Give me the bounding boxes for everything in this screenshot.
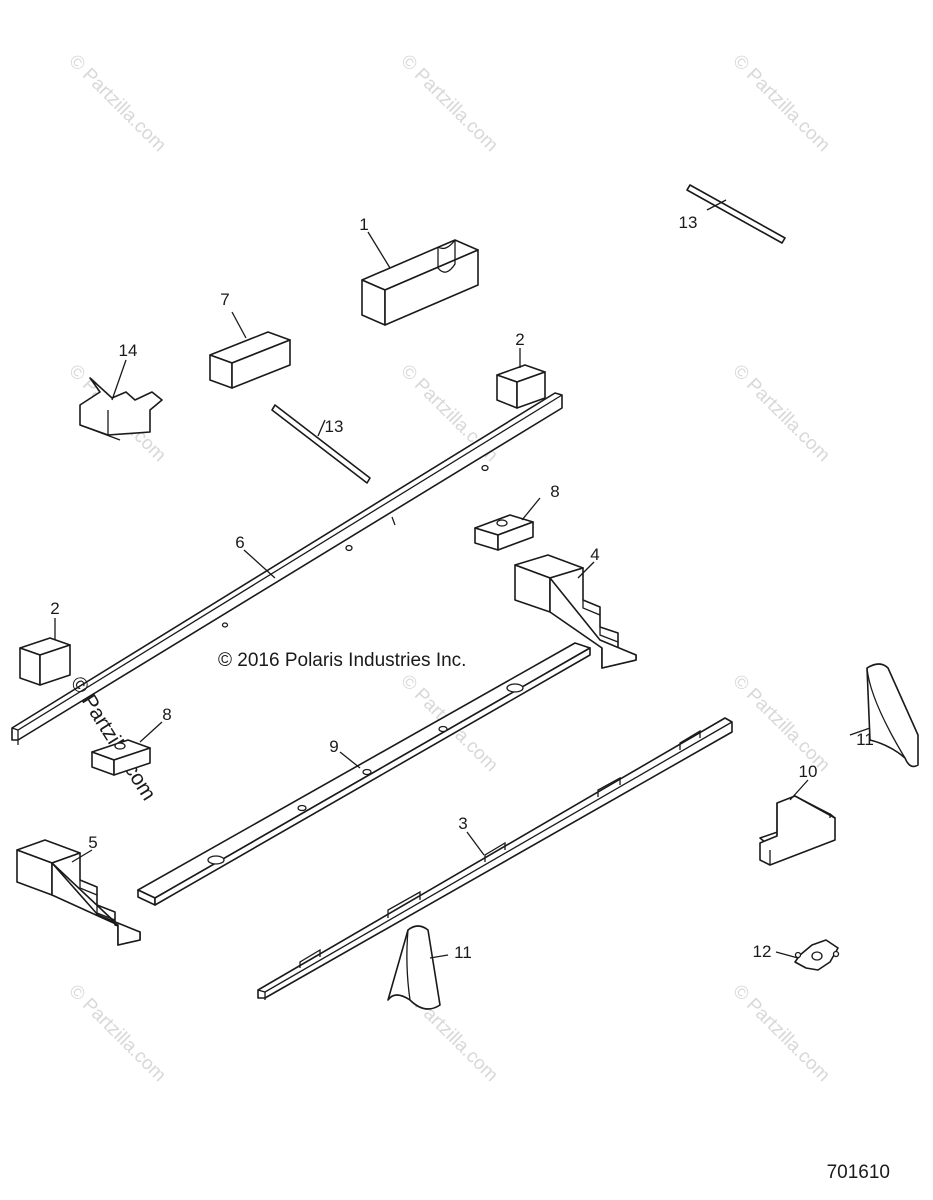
part-3-notched-rail: 3 (257, 717, 733, 1000)
part-11-wedge-bottom: 11 (387, 925, 472, 1010)
part-2-cube: 2 (496, 330, 546, 409)
callout-1: 1 (359, 215, 368, 234)
watermark: © Partzilla.com (64, 981, 169, 1086)
part-2-cube-left: 2 (19, 599, 71, 686)
callout-13: 13 (325, 417, 344, 436)
callout-14: 14 (119, 341, 138, 360)
callout-2: 2 (50, 599, 59, 618)
figure-number: 701610 (827, 1162, 890, 1183)
part-6-long-rail: 6 (11, 392, 563, 745)
watermark: © Partzilla.com (728, 51, 833, 156)
callout-13: 13 (679, 213, 698, 232)
part-7-block: 7 (209, 290, 291, 389)
part-9-flat-bar: 9 (137, 642, 591, 906)
part-10-l-block: 10 (759, 762, 836, 866)
callout-5: 5 (88, 833, 97, 852)
part-8-block-left: 8 (91, 705, 172, 776)
part-12-clip: 12 (753, 939, 840, 971)
part-14-notched-block: 14 (79, 341, 163, 441)
callout-6: 6 (235, 533, 244, 552)
callout-8: 8 (550, 482, 559, 501)
part-5-stepped-block: 5 (16, 833, 141, 946)
callout-2: 2 (515, 330, 524, 349)
callout-10: 10 (799, 762, 818, 781)
callout-7: 7 (220, 290, 229, 309)
part-4-stepped-block: 4 (514, 545, 637, 669)
part-8-block-with-hole: 8 (474, 482, 560, 551)
watermark: © Partzilla.com (64, 51, 169, 156)
callout-12: 12 (753, 942, 772, 961)
callout-9: 9 (329, 737, 338, 756)
callout-11: 11 (454, 943, 472, 962)
watermark: © Partzilla.com (728, 671, 833, 776)
callout-3: 3 (458, 814, 467, 833)
part-11-wedge-right: 11 (849, 663, 919, 768)
watermark: © Partzilla.com (728, 981, 833, 1086)
watermark-logo: © Partzilla.com (66, 672, 160, 804)
copyright-notice: © 2016 Polaris Industries Inc. (218, 650, 466, 671)
part-13-strip-middle: 13 (271, 404, 371, 484)
callout-4: 4 (590, 545, 599, 564)
part-1-slotted-block: 1 (359, 215, 479, 326)
watermark: © Partzilla.com (396, 51, 501, 156)
callout-11: 11 (856, 730, 874, 749)
watermark: © Partzilla.com (728, 361, 833, 466)
callout-8: 8 (162, 705, 171, 724)
part-13-strip-top: 13 (679, 184, 786, 244)
